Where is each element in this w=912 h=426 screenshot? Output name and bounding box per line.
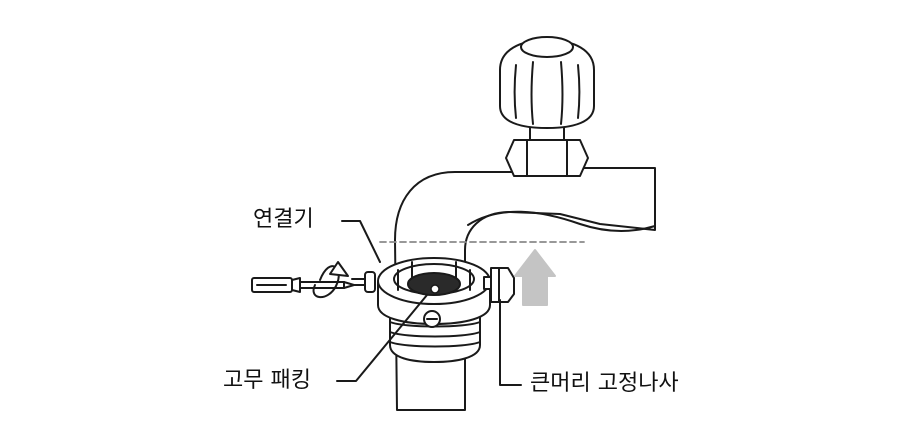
rubber-packing [407,272,461,296]
connector-label: 연결기 [253,207,314,232]
large-head-screw-label: 큰머리 고정나사 [530,371,679,396]
side-screw-left [351,271,376,293]
rotation-arrow-icon [312,261,349,299]
leader-fixing-screw [499,299,522,386]
leader-connector [341,220,381,263]
screwdriver-icon [251,277,355,293]
up-arrow-icon [514,249,556,306]
rubber-packing-label: 고무 패킹 [223,368,311,393]
large-head-fixing-screw [483,267,515,303]
leader-rubber-packing [336,294,428,382]
